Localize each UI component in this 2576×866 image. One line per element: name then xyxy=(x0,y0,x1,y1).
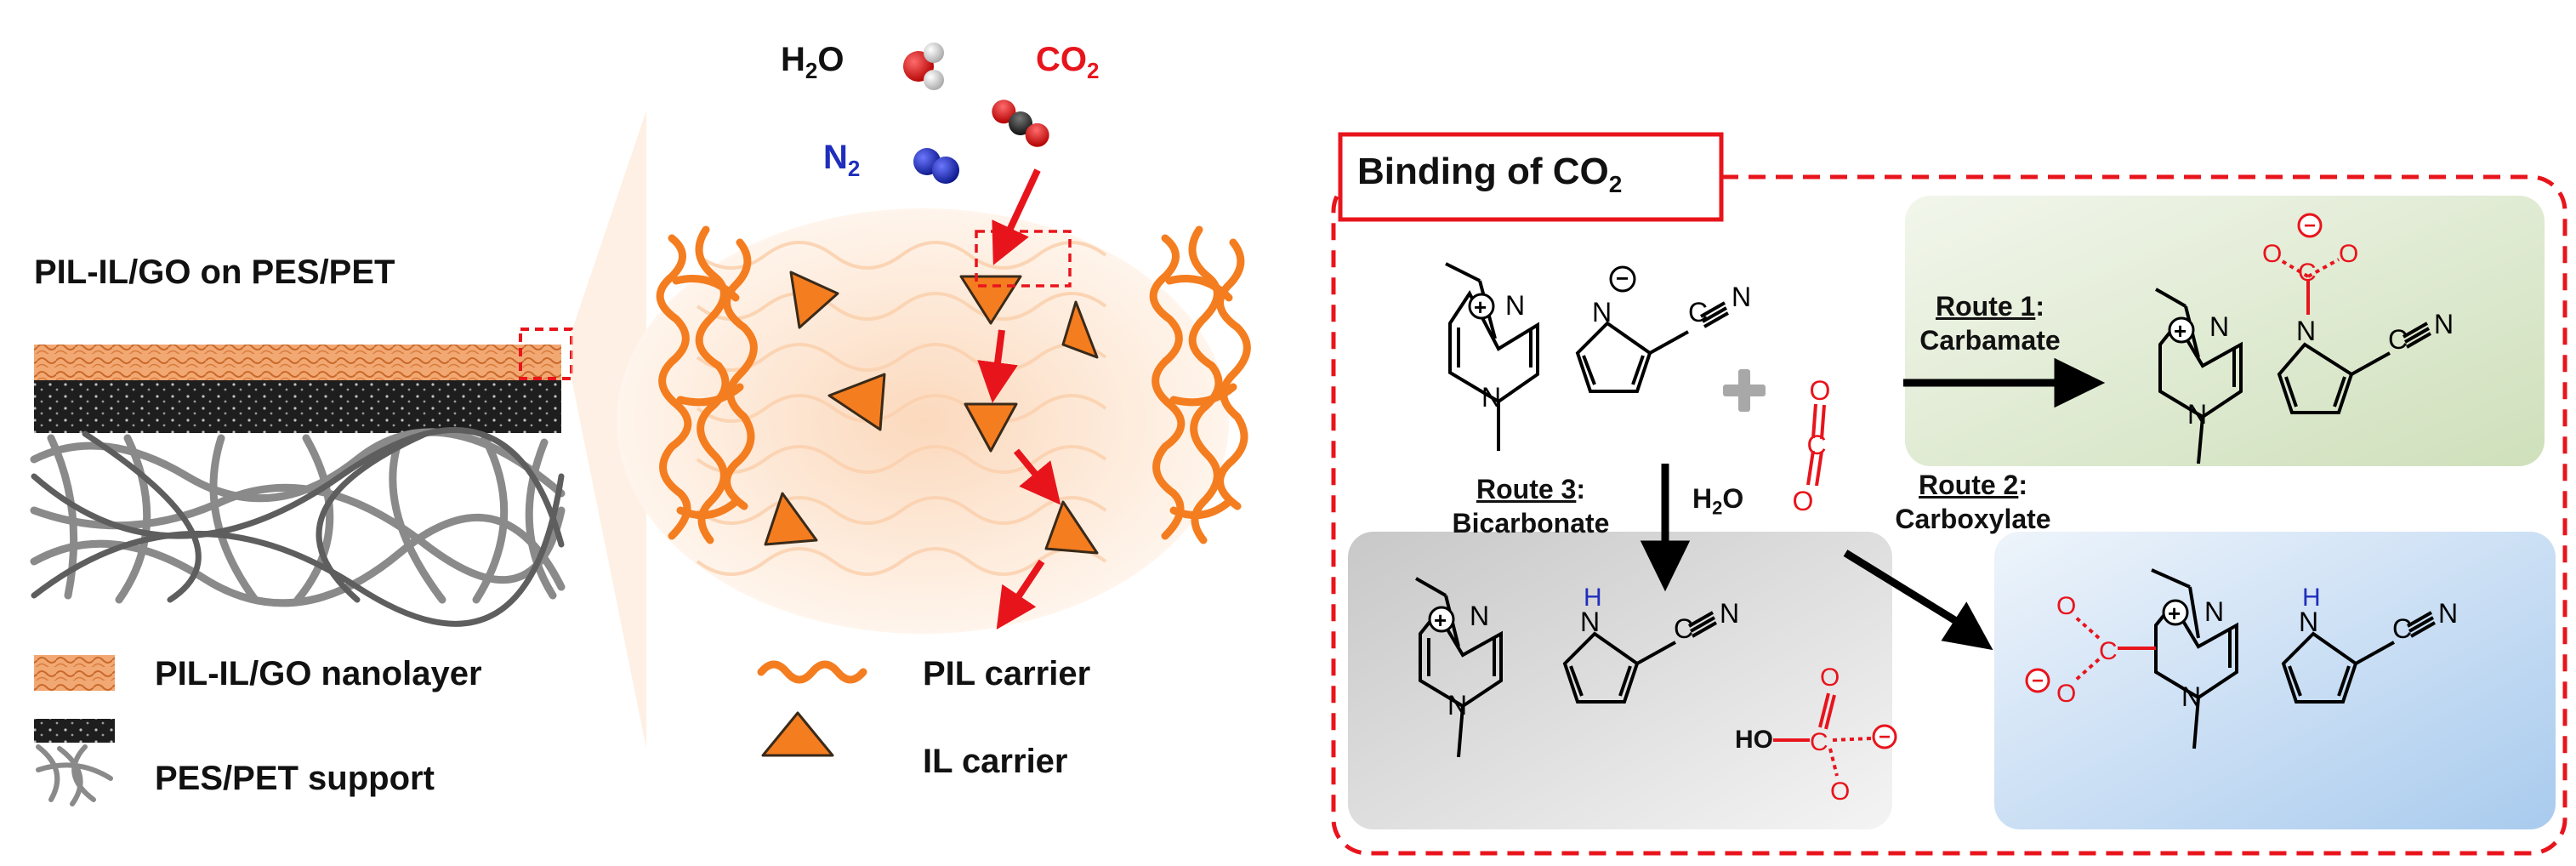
route3-type: Bicarbonate xyxy=(1452,508,1610,538)
support-fibers xyxy=(30,428,566,607)
transport-schematic xyxy=(617,43,1251,634)
route2-type: Carboxylate xyxy=(1895,504,2051,534)
route3-name: Route 3 xyxy=(1476,474,1577,504)
svg-text:O: O xyxy=(2056,680,2076,708)
support-legend-swatch xyxy=(34,719,115,743)
co2-atom-o2: O xyxy=(1793,486,1814,516)
svg-text:N: N xyxy=(1447,690,1467,721)
svg-text:N: N xyxy=(2434,309,2454,339)
route3-pyrrole xyxy=(1562,611,1717,704)
svg-text:+: + xyxy=(2174,318,2186,344)
imidazolium-cation-reactant xyxy=(1445,262,1539,451)
route1-carbamate-anion xyxy=(2277,322,2431,414)
route2-label: Route 2: Carboxylate xyxy=(1895,470,2051,534)
binding-title: Binding of CO2 xyxy=(1357,151,1623,197)
pil-chains-right xyxy=(1149,225,1251,544)
n2-molecule-icon xyxy=(913,148,959,184)
nanolayer-legend-swatch xyxy=(34,655,115,691)
svg-text:N: N xyxy=(2296,316,2316,346)
legend-icons xyxy=(34,655,867,806)
bicarbonate-ho-label: HO xyxy=(1735,726,1773,754)
legend-support-label: PES/PET support xyxy=(155,760,435,797)
svg-text:O: O xyxy=(1820,664,1840,692)
route1-label: Route 1: Carbamate xyxy=(1919,291,2061,356)
cyanopyrrolide-anion-reactant xyxy=(1575,301,1729,393)
svg-text:C: C xyxy=(1674,613,1693,644)
co2-atom-o: O xyxy=(1810,375,1831,406)
svg-text:C: C xyxy=(1810,728,1828,756)
water-molecule-icon xyxy=(903,43,944,90)
route3-label: Route 3: Bicarbonate xyxy=(1452,474,1610,538)
svg-text:C: C xyxy=(2392,613,2412,644)
svg-text:N: N xyxy=(2438,598,2458,629)
route2-cation xyxy=(2151,568,2238,749)
il-carriers xyxy=(764,271,1099,555)
pil-legend-icon xyxy=(757,660,867,684)
svg-text:C: C xyxy=(2298,259,2317,287)
binding-title-box xyxy=(1338,132,1724,222)
route1-name: Route 1 xyxy=(1936,291,2036,322)
support-legend-fibers xyxy=(36,744,113,806)
svg-text:N: N xyxy=(2209,311,2229,342)
legend-nanolayer-label: PIL-IL/GO nanolayer xyxy=(155,655,482,692)
svg-text:O: O xyxy=(2262,240,2282,268)
svg-text:−: − xyxy=(2304,214,2316,237)
background-mesh xyxy=(696,241,1107,576)
water-condition-label: H2O xyxy=(1692,483,1744,519)
triangle-icon xyxy=(761,711,834,757)
co2-reactant xyxy=(1806,403,1826,487)
route2-product-bg xyxy=(1994,532,2556,829)
binding-panel: O C O N N + N − C N xyxy=(1331,132,2567,856)
svg-text:N: N xyxy=(2187,399,2207,430)
svg-text:N: N xyxy=(1580,607,1600,637)
reaction-arrow-icon xyxy=(1640,357,2106,651)
binding-dashed-frame xyxy=(1331,174,2567,856)
svg-text:N: N xyxy=(2299,607,2318,637)
co2-label: CO2 xyxy=(1036,41,1100,83)
svg-text:C: C xyxy=(2388,324,2408,355)
svg-text:O: O xyxy=(1830,778,1850,806)
svg-text:+: + xyxy=(2168,601,2181,626)
zoom-beam xyxy=(571,111,646,749)
atom-n-plus: N xyxy=(1505,290,1525,321)
atom-n-anion: N xyxy=(1592,297,1612,328)
svg-text:N: N xyxy=(1470,601,1489,631)
route2-pyrrole xyxy=(2281,611,2436,704)
membrane-title: PIL-IL/GO on PES/PET xyxy=(34,254,395,291)
svg-text:C: C xyxy=(2099,637,2118,665)
route3-product-bg xyxy=(1348,532,1892,829)
atom-n: N xyxy=(1481,382,1501,413)
support-dark-band xyxy=(34,380,561,433)
route2-carboxylate xyxy=(2073,615,2156,682)
route2-name: Route 2 xyxy=(1919,470,2019,500)
svg-text:−: − xyxy=(1879,726,1891,749)
svg-text:O: O xyxy=(2339,240,2358,268)
co2-atom-c: C xyxy=(1806,430,1826,460)
atom-c: C xyxy=(1688,297,1708,328)
svg-text:H: H xyxy=(2302,584,2321,612)
h2o-label: H2O xyxy=(781,41,844,83)
atom-n-nitrile: N xyxy=(1732,282,1751,312)
n2-label: N2 xyxy=(823,139,861,181)
bicarbonate-anion xyxy=(1773,692,1872,777)
nanolayer-band xyxy=(34,345,561,380)
pil-chains-left xyxy=(656,225,758,544)
co2-molecule-icon xyxy=(992,100,1049,147)
minus-charge: − xyxy=(1616,265,1629,291)
legend-il-label: IL carrier xyxy=(923,743,1068,780)
svg-text:O: O xyxy=(2056,592,2076,620)
route1-type: Carbamate xyxy=(1919,325,2061,356)
svg-text:H: H xyxy=(1584,584,1602,612)
svg-text:N: N xyxy=(1720,598,1739,629)
plus-icon xyxy=(1723,369,1766,412)
svg-text:N: N xyxy=(2181,681,2201,712)
svg-text:N: N xyxy=(2204,596,2224,627)
plus-charge: + xyxy=(1474,294,1487,320)
svg-text:+: + xyxy=(1434,607,1447,633)
membrane-cross-section xyxy=(30,111,646,749)
svg-text:−: − xyxy=(2032,669,2044,692)
legend-pil-label: PIL carrier xyxy=(923,655,1091,692)
co2-transport-arrows xyxy=(977,168,1061,630)
